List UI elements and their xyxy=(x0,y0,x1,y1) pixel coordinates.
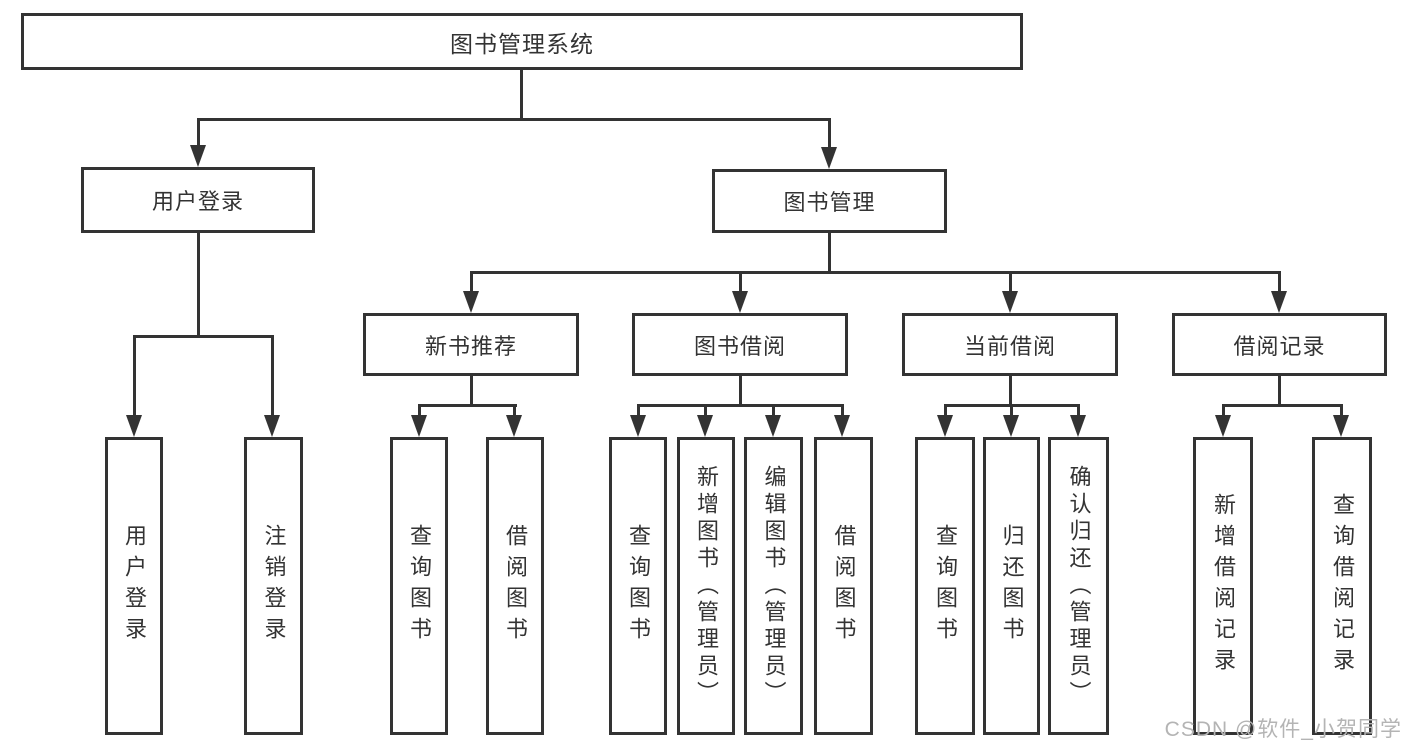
connector-line xyxy=(1009,271,1012,293)
arrow-down-icon xyxy=(411,415,427,437)
leaf-borrow-books: 借阅图书 xyxy=(814,437,873,735)
csdn-watermark: CSDN @软件_小贺同学 xyxy=(1164,718,1402,741)
connector-line xyxy=(1278,376,1281,407)
leaf-edit-books-admin: 编辑图书（管理员） xyxy=(744,437,803,735)
connector-line xyxy=(1010,404,1013,418)
node-current-borrowing: 当前借阅 xyxy=(902,313,1118,376)
connector-line xyxy=(470,271,473,293)
connector-line xyxy=(772,404,775,418)
connector-line xyxy=(828,118,831,147)
leaf-logout: 注销登录 xyxy=(244,437,303,735)
connector-line xyxy=(828,233,831,273)
leaf-confirm-return-admin: 确认归还（管理员） xyxy=(1048,437,1109,735)
node-borrowing-records: 借阅记录 xyxy=(1172,313,1387,376)
leaf-user-login: 用户登录 xyxy=(105,437,163,735)
connector-line xyxy=(513,404,516,418)
connector-line xyxy=(1222,404,1343,407)
leaf-add-borrow-record: 新增借阅记录 xyxy=(1193,437,1253,735)
node-new-book-recommendation: 新书推荐 xyxy=(363,313,579,376)
connector-line xyxy=(637,404,843,407)
leaf-query-books-recommend: 查询图书 xyxy=(390,437,448,735)
connector-line xyxy=(739,376,742,407)
connector-line xyxy=(418,404,421,418)
arrow-down-icon xyxy=(765,415,781,437)
connector-line xyxy=(1222,404,1225,418)
leaf-query-borrow-record: 查询借阅记录 xyxy=(1312,437,1372,735)
connector-line xyxy=(470,376,473,407)
leaf-query-books-borrow: 查询图书 xyxy=(609,437,667,735)
connector-line xyxy=(739,271,742,293)
connector-line xyxy=(1077,404,1080,418)
connector-line xyxy=(841,404,844,418)
arrow-down-icon xyxy=(937,415,953,437)
connector-line xyxy=(520,70,523,121)
arrow-down-icon xyxy=(1215,415,1231,437)
arrow-down-icon xyxy=(1333,415,1349,437)
connector-line xyxy=(470,271,1281,274)
connector-line xyxy=(197,233,200,338)
connector-line xyxy=(1340,404,1343,418)
arrow-down-icon xyxy=(1003,415,1019,437)
leaf-query-books-current: 查询图书 xyxy=(915,437,975,735)
connector-line xyxy=(197,118,830,121)
arrow-down-icon xyxy=(264,415,280,437)
arrow-down-icon xyxy=(190,145,206,167)
connector-line xyxy=(271,335,274,416)
arrow-down-icon xyxy=(630,415,646,437)
connector-line xyxy=(1009,376,1012,407)
arrow-down-icon xyxy=(126,415,142,437)
connector-line xyxy=(197,118,200,147)
node-user-login: 用户登录 xyxy=(81,167,315,233)
arrow-down-icon xyxy=(506,415,522,437)
node-library-management-system: 图书管理系统 xyxy=(21,13,1023,70)
connector-line xyxy=(704,404,707,418)
arrow-down-icon xyxy=(1070,415,1086,437)
arrow-down-icon xyxy=(463,291,479,313)
connector-line xyxy=(133,335,136,416)
arrow-down-icon xyxy=(732,291,748,313)
leaf-borrow-books-recommend: 借阅图书 xyxy=(486,437,544,735)
arrow-down-icon xyxy=(821,147,837,169)
connector-line xyxy=(133,335,274,338)
arrow-down-icon xyxy=(697,415,713,437)
leaf-add-books-admin: 新增图书（管理员） xyxy=(677,437,735,735)
leaf-return-books: 归还图书 xyxy=(983,437,1040,735)
connector-line xyxy=(418,404,517,407)
connector-line xyxy=(944,404,947,418)
connector-line xyxy=(637,404,640,418)
node-book-management: 图书管理 xyxy=(712,169,947,233)
node-book-borrowing: 图书借阅 xyxy=(632,313,848,376)
arrow-down-icon xyxy=(1002,291,1018,313)
arrow-down-icon xyxy=(834,415,850,437)
arrow-down-icon xyxy=(1271,291,1287,313)
connector-line xyxy=(1278,271,1281,293)
